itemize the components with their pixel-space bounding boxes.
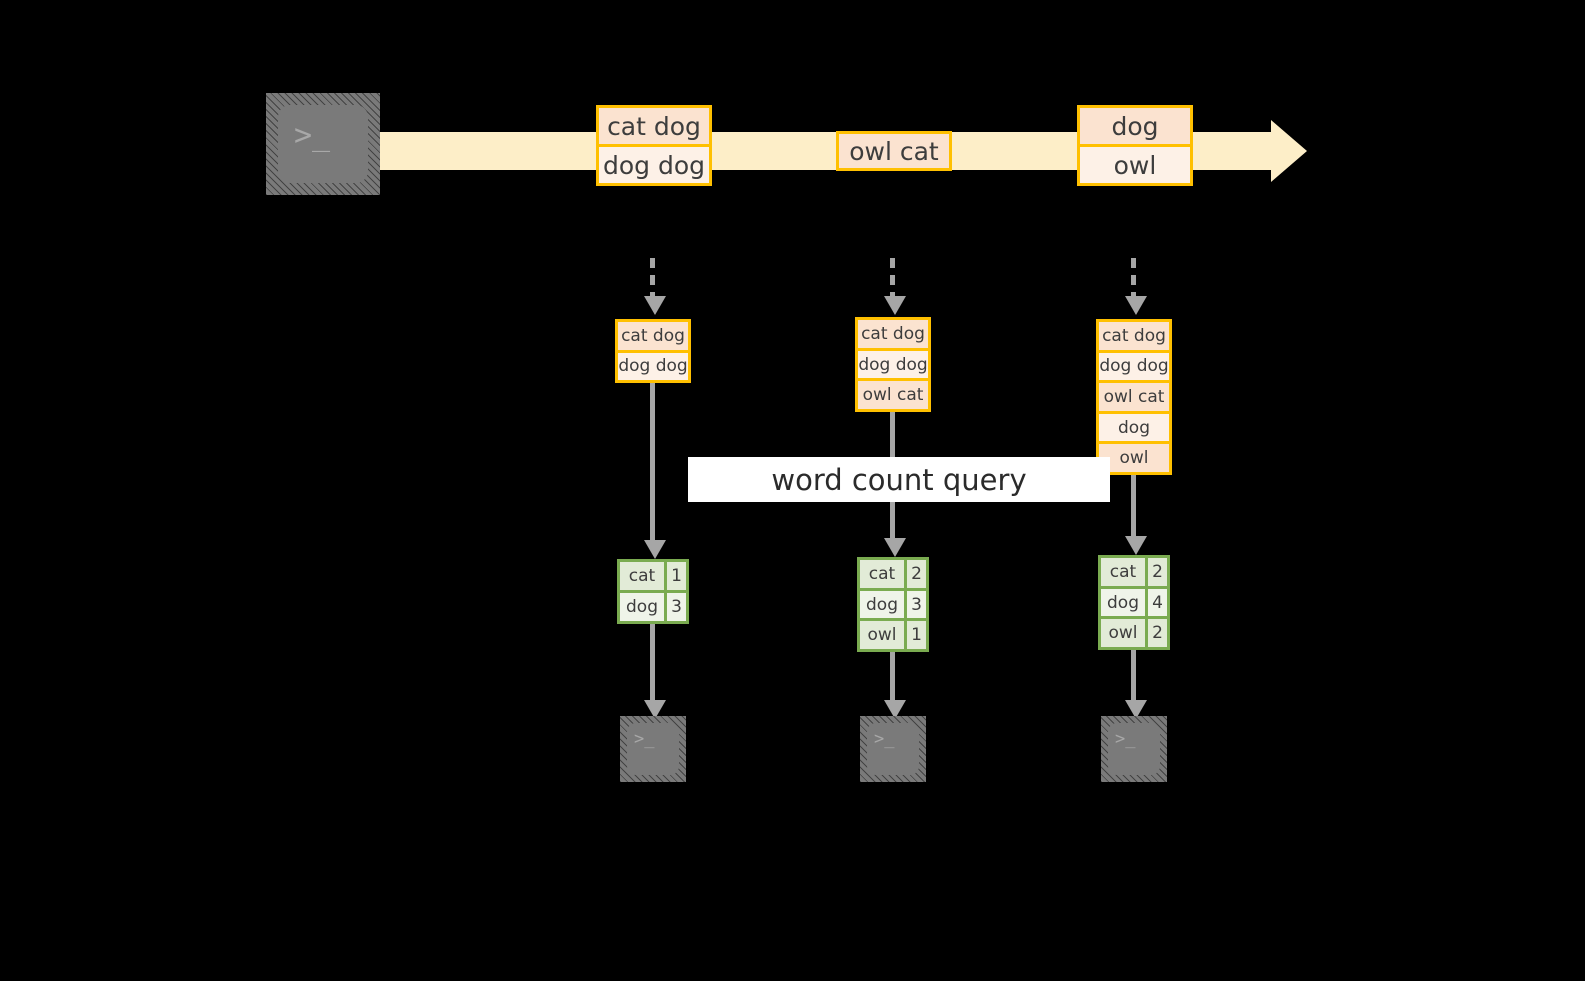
table-row: owl 1 — [860, 618, 926, 650]
result-count: 2 — [1145, 619, 1167, 648]
sink-terminal-icon-3[interactable]: >_ — [1101, 716, 1167, 782]
snapshot-line: dog dog — [1099, 349, 1169, 381]
table-row: cat 2 — [860, 560, 926, 588]
snapshot-trigger-line-3 — [1131, 258, 1136, 296]
result-count: 4 — [1145, 588, 1167, 617]
terminal-prompt-glyph: >_ — [294, 118, 331, 153]
result-word: owl — [1101, 619, 1145, 648]
query-flow-line-3 — [1131, 475, 1136, 536]
result-word: dog — [1101, 588, 1145, 617]
sink-flow-line-1 — [650, 624, 655, 700]
terminal-screen — [1108, 723, 1160, 775]
result-count: 1 — [904, 621, 926, 650]
table-row: cat 1 — [620, 562, 686, 590]
table-row: owl 2 — [1101, 616, 1167, 648]
terminal-screen — [627, 723, 679, 775]
result-count: 3 — [904, 590, 926, 619]
result-count: 1 — [664, 562, 686, 590]
query-label: word count query — [688, 457, 1110, 502]
result-count: 3 — [664, 593, 686, 621]
snapshot-line: dog dog — [858, 347, 928, 379]
stream-event-line: owl cat — [839, 134, 949, 168]
snapshot-trigger-arrowhead-3 — [1125, 296, 1147, 315]
stream-event-1[interactable]: cat dog dog dog — [596, 105, 712, 186]
snapshot-line: dog dog — [618, 349, 688, 380]
sink-flow-arrowhead-3 — [1125, 700, 1147, 719]
snapshot-trigger-line-1 — [650, 258, 655, 296]
table-row: dog 3 — [860, 587, 926, 619]
query-flow-arrowhead-3 — [1125, 536, 1147, 555]
result-word: dog — [860, 590, 904, 619]
terminal-screen — [867, 723, 919, 775]
result-word: cat — [620, 562, 664, 590]
stream-event-2[interactable]: owl cat — [836, 131, 952, 171]
snapshot-trigger-arrowhead-1 — [644, 296, 666, 315]
result-table-1[interactable]: cat 1 dog 3 — [617, 559, 689, 624]
sink-flow-line-2 — [890, 652, 895, 700]
snapshot-line: cat dog — [1099, 322, 1169, 350]
sink-flow-line-3 — [1131, 650, 1136, 700]
query-flow-line-1 — [650, 383, 655, 540]
result-word: owl — [860, 621, 904, 650]
stream-event-line: dog dog — [599, 144, 709, 183]
snapshot-box-2[interactable]: cat dog dog dog owl cat — [855, 317, 931, 412]
sink-flow-arrowhead-2 — [884, 700, 906, 719]
snapshot-box-3[interactable]: cat dog dog dog owl cat dog owl — [1096, 319, 1172, 475]
query-flow-arrowhead-2 — [884, 538, 906, 557]
query-flow-arrowhead-1 — [644, 540, 666, 559]
sink-terminal-icon-1[interactable]: >_ — [620, 716, 686, 782]
snapshot-box-1[interactable]: cat dog dog dog — [615, 319, 691, 383]
terminal-screen — [278, 105, 368, 183]
table-row: cat 2 — [1101, 558, 1167, 586]
snapshot-trigger-arrowhead-2 — [884, 296, 906, 315]
terminal-prompt-glyph: >_ — [874, 729, 895, 749]
sink-terminal-icon-2[interactable]: >_ — [860, 716, 926, 782]
stream-event-line: dog — [1080, 108, 1190, 144]
sink-flow-arrowhead-1 — [644, 700, 666, 719]
stream-event-line: cat dog — [599, 108, 709, 144]
terminal-prompt-glyph: >_ — [1115, 729, 1136, 749]
source-terminal-icon[interactable]: >_ — [266, 93, 380, 195]
snapshot-trigger-line-2 — [890, 258, 895, 296]
table-row: dog 4 — [1101, 585, 1167, 617]
snapshot-line: cat dog — [618, 322, 688, 350]
stream-event-3[interactable]: dog owl — [1077, 105, 1193, 186]
snapshot-line: owl cat — [1099, 380, 1169, 411]
result-count: 2 — [904, 560, 926, 588]
query-label-text: word count query — [771, 462, 1027, 497]
result-word: dog — [620, 593, 664, 621]
result-table-3[interactable]: cat 2 dog 4 owl 2 — [1098, 555, 1170, 650]
stream-arrowhead — [1271, 120, 1307, 182]
snapshot-line: cat dog — [858, 320, 928, 348]
result-table-2[interactable]: cat 2 dog 3 owl 1 — [857, 557, 929, 652]
snapshot-line: dog — [1099, 410, 1169, 442]
result-word: cat — [1101, 558, 1145, 586]
result-count: 2 — [1145, 558, 1167, 586]
terminal-prompt-glyph: >_ — [634, 729, 655, 749]
stream-event-line: owl — [1080, 144, 1190, 183]
snapshot-line: owl — [1099, 441, 1169, 472]
table-row: dog 3 — [620, 590, 686, 621]
snapshot-line: owl cat — [858, 378, 928, 410]
result-word: cat — [860, 560, 904, 588]
